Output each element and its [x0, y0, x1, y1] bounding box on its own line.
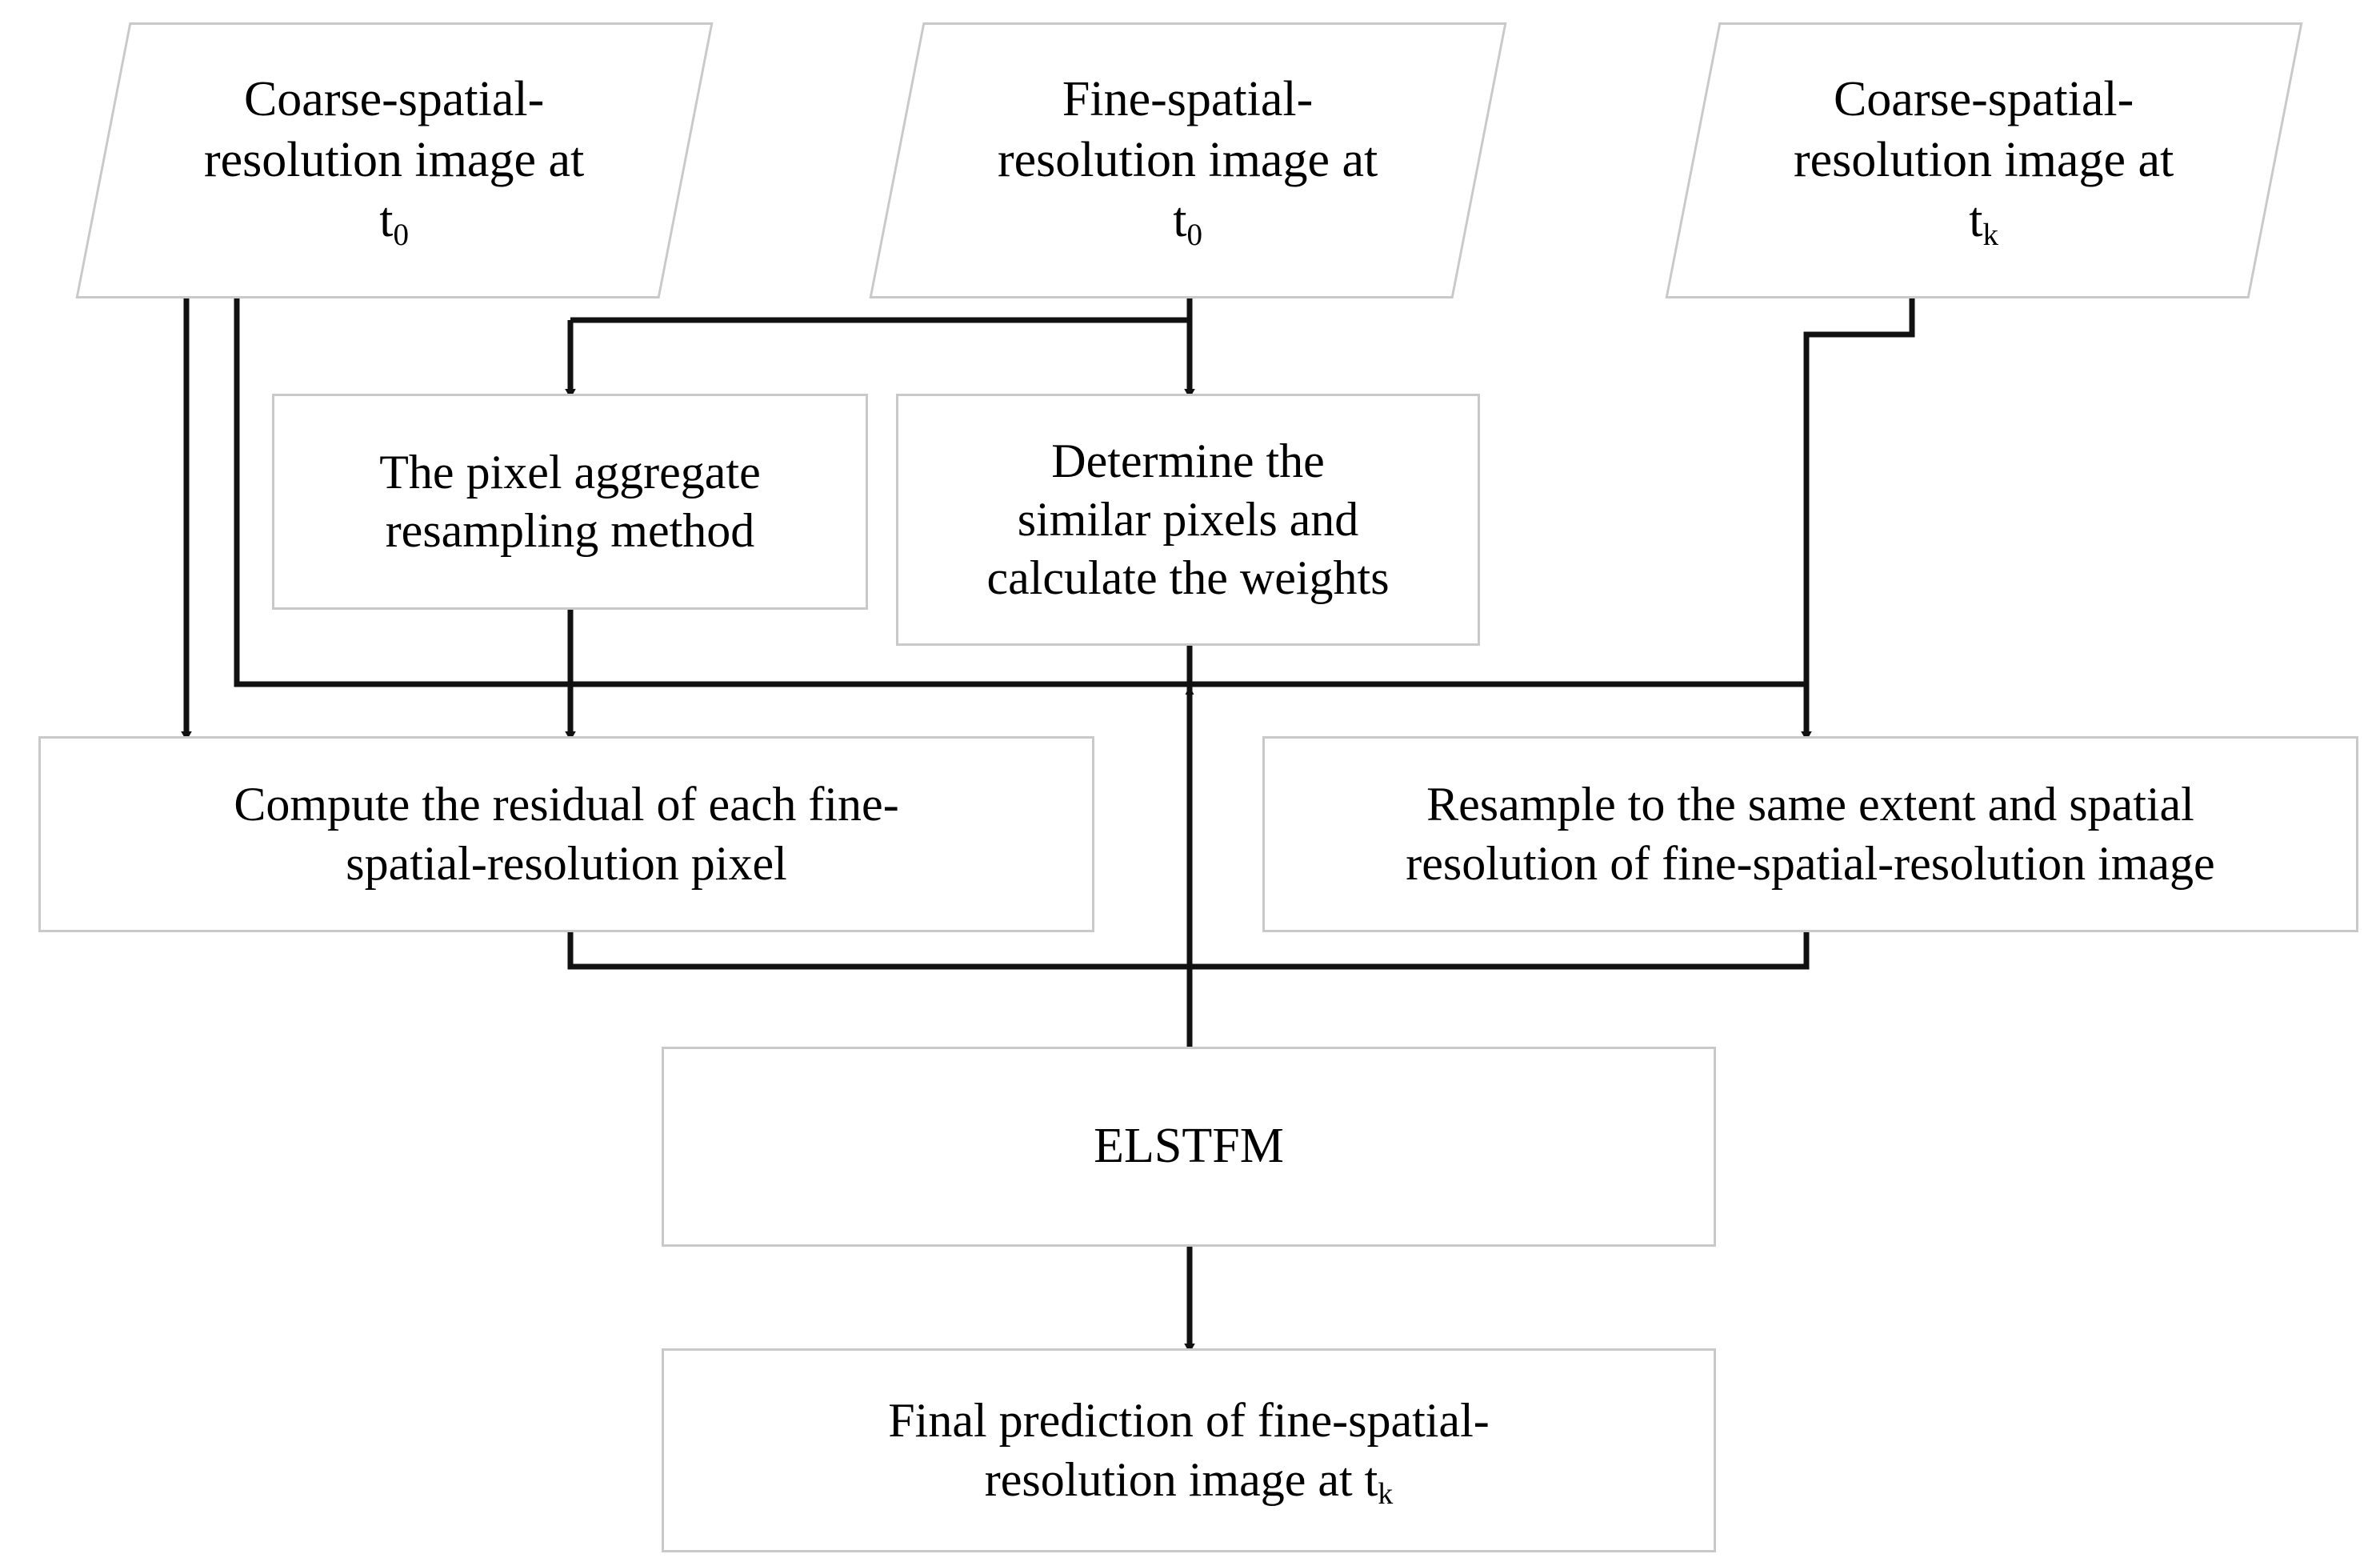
node-compute-residual-fine-pixel[interactable]: Compute the residual of each fine-spatia… — [38, 736, 1094, 932]
node-final-prediction-fine-image-tk[interactable]: Final prediction of fine-spatial-resolut… — [662, 1348, 1716, 1552]
node-label: ELSTFM — [1094, 1119, 1284, 1174]
subscript-0: 0 — [393, 218, 410, 253]
edge-coarse-tk-to-resample — [1801, 298, 1915, 741]
subscript-k: k — [1378, 1477, 1394, 1512]
node-label: Final prediction of fine-spatial-resolut… — [888, 1394, 1490, 1512]
edge-row3-merge-bar — [567, 932, 1810, 970]
subscript-k: k — [1982, 218, 1999, 253]
node-label: Compute the residual of each fine-spatia… — [234, 778, 899, 890]
subscript-0: 0 — [1186, 218, 1203, 253]
node-elstfm[interactable]: ELSTFM — [662, 1047, 1716, 1247]
